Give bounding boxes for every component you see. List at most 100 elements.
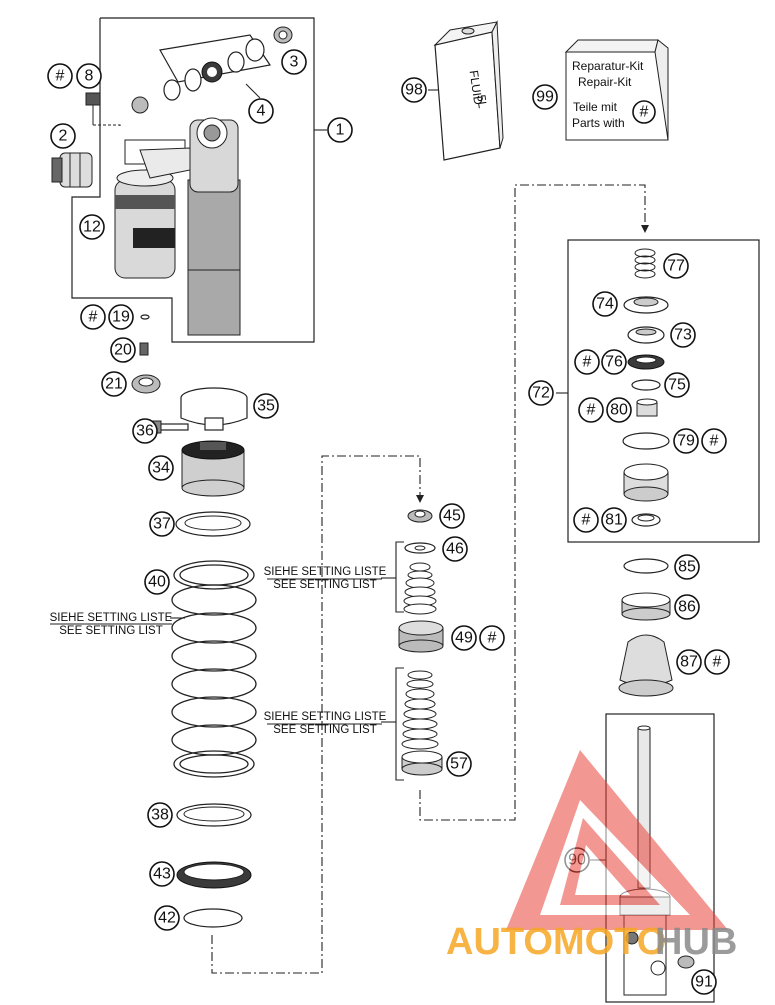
shim-stack-upper [403,562,437,615]
svg-text:87: 87 [680,654,698,671]
svg-text:#: # [640,104,649,121]
fluid-can-98: FLUID 5L [433,20,504,161]
ring-38 [176,803,252,827]
clamp-35 [180,387,248,431]
svg-text:1: 1 [336,122,345,139]
callout-hash-76: # [574,349,600,375]
svg-text:42: 42 [158,910,176,927]
callout-45: 45 [439,503,465,529]
piston-49 [398,620,444,653]
callout-72: 72 [528,380,554,406]
callout-49: 49 [451,625,477,651]
seal-76 [627,354,665,370]
callout-91: 91 [691,969,717,995]
cap-21 [131,374,161,394]
callout-79: 79 [673,428,699,454]
svg-text:8: 8 [85,68,94,85]
repair-kit-line2: Repair-Kit [578,75,632,89]
svg-text:81: 81 [605,512,623,529]
ring-81 [631,513,661,527]
piston-assembly-frame [567,239,760,543]
callout-20: 20 [110,337,136,363]
setting-note-a-de: SIEHE SETTING LISTE [50,612,173,624]
shock-assembly-frame [71,17,315,343]
svg-text:91: 91 [695,974,713,991]
bleed-screw-8 [85,92,121,128]
bracket-shims-lower [395,667,404,781]
cap-73 [627,326,665,344]
callout-36: 36 [132,418,158,444]
bushing-91 [677,955,695,969]
callout-35: 35 [253,393,279,419]
svg-text:34: 34 [152,460,170,477]
svg-text:#: # [582,512,591,529]
bump-stop-87 [618,634,674,697]
callout-74: 74 [592,291,618,317]
callout-12: 12 [79,214,105,240]
repair-kit-line3: Teile mit [573,100,618,114]
svg-text:37: 37 [153,516,171,533]
ring-37 [175,511,251,537]
seat-74 [623,296,669,314]
leader-4 [245,83,261,99]
callout-hash-79: # [701,428,727,454]
setting-note-c-de: SIEHE SETTING LISTE [264,711,387,723]
setting-note-a-en: SEE SETTING LIST [59,625,163,637]
callout-87: 87 [676,649,702,675]
callout-3: 3 [281,49,307,75]
spring-seat-43 [176,861,252,889]
svg-text:86: 86 [678,599,696,616]
svg-text:35: 35 [257,398,275,415]
svg-text:21: 21 [105,376,123,393]
callout-19: 19 [108,304,134,330]
nut-45 [407,509,433,523]
fluid-can-line1: FLUID [467,69,486,106]
snap-ring-85 [623,558,669,574]
callout-75: 75 [664,372,690,398]
setting-note-b-en: SEE SETTING LIST [273,579,377,591]
assembly-route-line [211,455,421,974]
svg-text:2: 2 [59,128,68,145]
svg-text:74: 74 [596,296,614,313]
svg-text:3: 3 [290,54,299,71]
svg-text:45: 45 [443,508,461,525]
callout-hash-99: # [632,100,656,124]
ring-42 [183,908,243,928]
seal-kit-4 [163,38,265,101]
spring-40 [171,560,257,778]
callout-76: 76 [601,349,627,375]
spring-77 [634,248,656,279]
washer-75 [631,379,661,391]
watermark-text-1: AUTOMOTO [446,921,666,963]
svg-text:#: # [89,309,98,326]
svg-text:#: # [583,354,592,371]
callout-hash-87: # [704,649,730,675]
svg-text:57: 57 [450,756,468,773]
svg-text:#: # [713,654,722,671]
callout-hash-49: # [479,625,505,651]
svg-text:76: 76 [605,354,623,371]
svg-text:85: 85 [678,559,696,576]
svg-text:98: 98 [405,82,423,99]
route-arrow-1 [416,495,424,503]
shock-body [139,117,241,336]
adjuster-2 [51,152,93,188]
setting-note-b-de: SIEHE SETTING LISTE [264,566,387,578]
svg-text:#: # [587,402,596,419]
svg-text:19: 19 [112,309,130,326]
callout-38: 38 [147,802,173,828]
fluid-can-line2: 5L [474,94,490,109]
svg-text:20: 20 [114,342,132,359]
svg-text:80: 80 [610,402,628,419]
svg-text:#: # [56,68,65,85]
callout-hash-8: # [47,63,73,89]
callout-42: 42 [154,905,180,931]
route-arrow-2 [641,225,649,233]
callout-hash-80: # [578,397,604,423]
seal-head-86 [621,592,671,621]
repair-kit-99: Reparatur-Kit Repair-Kit Teile mit Parts… [564,39,669,141]
shim-stack-lower [401,670,439,750]
svg-text:4: 4 [257,103,266,120]
housing-72 [623,463,669,502]
bushing-80 [636,398,658,417]
